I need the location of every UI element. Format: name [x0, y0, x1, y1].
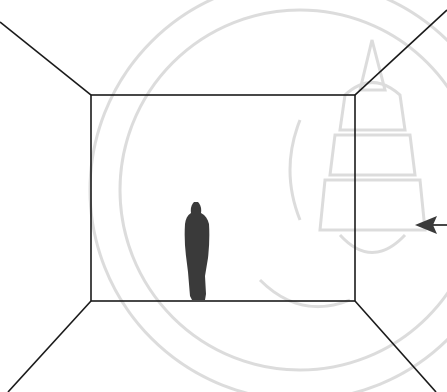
human-figure [185, 202, 210, 300]
edge-top-left [0, 22, 91, 95]
edge-bottom-left [8, 301, 91, 392]
